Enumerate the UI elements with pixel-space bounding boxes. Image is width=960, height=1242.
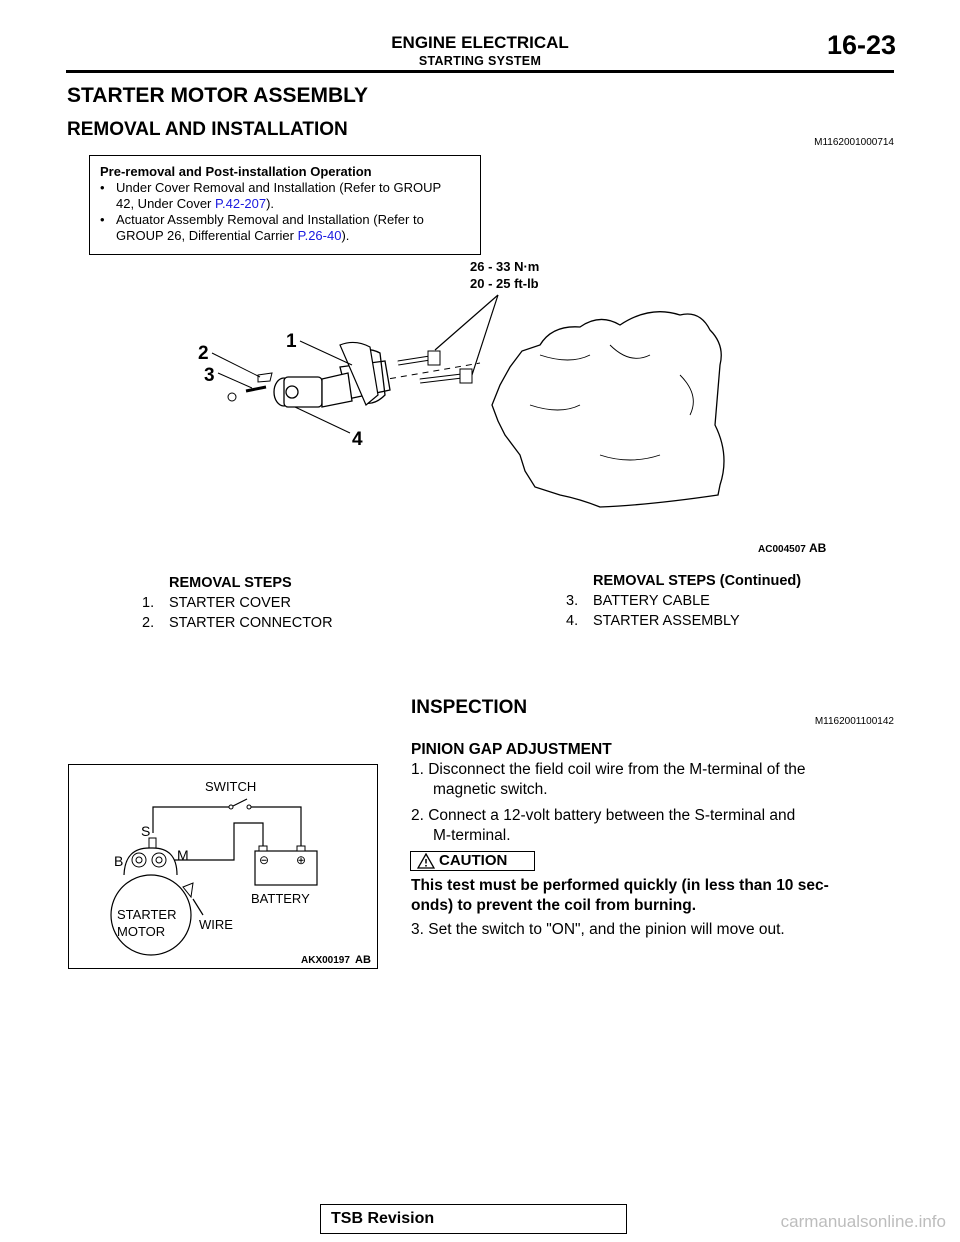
callout-leader <box>294 406 351 434</box>
bullet-icon: • <box>100 212 105 227</box>
starter-cover-icon <box>339 341 379 406</box>
header-title: ENGINE ELECTRICAL <box>391 33 569 52</box>
removal-steps-title: REMOVAL STEPS (Continued) <box>593 573 802 589</box>
battery-label: BATTERY <box>251 891 310 906</box>
pre-op-item-text: 42, Under Cover <box>116 196 215 211</box>
engine-outline <box>491 311 725 508</box>
svg-text:⊖: ⊖ <box>259 853 269 867</box>
m-terminal-label: M <box>177 847 189 863</box>
removal-steps-continued: REMOVAL STEPS (Continued) 3.BATTERY CABL… <box>566 571 801 631</box>
caution-body: This test must be performed quickly (in … <box>411 877 829 914</box>
switch-icon <box>246 804 252 810</box>
callout-2: 2 <box>198 343 209 364</box>
list-item: 4.STARTER ASSEMBLY <box>566 613 740 629</box>
starter-assembly-diagram: 26 - 33 N·m 20 - 25 ft-lb 1 2 3 4 AC0045… <box>198 259 827 555</box>
pre-op-item-text: ). <box>266 196 275 211</box>
wiring-diagram: SWITCH ⊖ ⊕ BATTERY S B M STARTER MOTOR W… <box>110 779 371 966</box>
b-terminal-label: B <box>114 853 123 869</box>
header-subtitle: STARTING SYSTEM <box>418 54 542 68</box>
list-item: 1.STARTER COVER <box>142 595 291 611</box>
callout-3: 3 <box>204 365 215 386</box>
wire-label: WIRE <box>199 917 233 932</box>
removal-steps-title: REMOVAL STEPS <box>169 575 292 591</box>
bolt-icon <box>419 368 473 384</box>
starter-motor-icon <box>273 348 391 408</box>
starter-motor-icon <box>110 874 192 956</box>
section-subtitle: REMOVAL AND INSTALLATION <box>67 119 348 140</box>
pre-op-item-text: GROUP 26, Differential Carrier <box>116 228 298 243</box>
torque-leader-line <box>471 294 499 376</box>
header-rule <box>66 70 894 73</box>
figure-suffix: AB <box>355 954 371 966</box>
starter-label: MOTOR <box>117 924 165 939</box>
battery-cable-icon <box>245 385 267 393</box>
list-item: 3.BATTERY CABLE <box>566 593 710 609</box>
list-item: 2.STARTER CONNECTOR <box>142 615 333 631</box>
inspection-body: PINION GAP ADJUSTMENT 1. Disconnect the … <box>411 740 891 846</box>
step-text: 1. Disconnect the field coil wire from t… <box>411 761 806 778</box>
callout-leader <box>217 372 253 389</box>
figure-id: AC004507 <box>758 544 806 555</box>
warning-icon <box>417 853 435 869</box>
inspection-subheading: PINION GAP ADJUSTMENT <box>411 741 612 758</box>
pre-op-item-text: Actuator Assembly Removal and Installati… <box>116 212 424 227</box>
inspection-code: M1162001100142 <box>814 716 894 727</box>
s-terminal-label: S <box>141 823 150 839</box>
svg-text:⊕: ⊕ <box>296 853 306 867</box>
bullet-icon: • <box>100 180 105 195</box>
figure-id: AKX00197 <box>301 955 350 966</box>
pinion-gap-diagram: SWITCH ⊖ ⊕ BATTERY S B M STARTER MOTOR W… <box>68 764 378 969</box>
pre-op-box: Pre-removal and Post-installation Operat… <box>89 155 481 255</box>
pre-op-item-text: Under Cover Removal and Installation (Re… <box>116 180 442 195</box>
nut-icon <box>227 392 237 402</box>
figure-suffix: AB <box>809 541 827 555</box>
pre-op-item: • Under Cover Removal and Installation (… <box>100 180 470 212</box>
switch-icon <box>232 798 248 807</box>
watermark: carmanualsonline.info <box>780 1212 946 1231</box>
torque-leader-line <box>434 294 499 351</box>
callout-leader <box>211 352 261 378</box>
engine-detail <box>529 344 694 461</box>
step-text: 2. Connect a 12-volt battery between the… <box>411 807 796 824</box>
callout-4: 4 <box>352 429 363 450</box>
starter-label: STARTER <box>117 907 176 922</box>
pre-op-link[interactable]: P.26-40 <box>297 228 342 243</box>
callout-leader <box>299 340 353 366</box>
page-number: 16-23 <box>826 30 896 60</box>
removal-steps: REMOVAL STEPS 1.STARTER COVER 2.STARTER … <box>142 573 333 633</box>
section-code: M1162001000714 <box>814 137 894 148</box>
step-text: M-terminal. <box>433 827 511 844</box>
caution-text: CAUTION <box>439 852 508 869</box>
switch-label: SWITCH <box>205 779 256 794</box>
bolt-icon <box>397 350 441 366</box>
connector-icon <box>257 372 273 383</box>
section-title: STARTER MOTOR ASSEMBLY <box>67 84 369 107</box>
pre-op-link[interactable]: P.42-207 <box>215 196 267 211</box>
caution-label: CAUTION <box>410 851 535 871</box>
pre-op-item-text: ). <box>341 228 350 243</box>
switch-icon <box>228 804 234 810</box>
tsb-revision: TSB Revision <box>320 1204 627 1234</box>
step-text: magnetic switch. <box>433 781 548 798</box>
pre-op-item: • Actuator Assembly Removal and Installa… <box>100 212 470 244</box>
torque-ftlb-label: 20 - 25 ft-lb <box>470 276 539 291</box>
pre-op-heading: Pre-removal and Post-installation Operat… <box>100 164 372 179</box>
wire-icon <box>182 882 194 899</box>
inspection-title: INSPECTION <box>411 697 528 718</box>
battery-icon <box>254 850 318 886</box>
torque-nm-label: 26 - 33 N·m <box>470 259 539 274</box>
callout-1: 1 <box>286 331 297 352</box>
step-text: 3. Set the switch to "ON", and the pinio… <box>411 921 785 938</box>
